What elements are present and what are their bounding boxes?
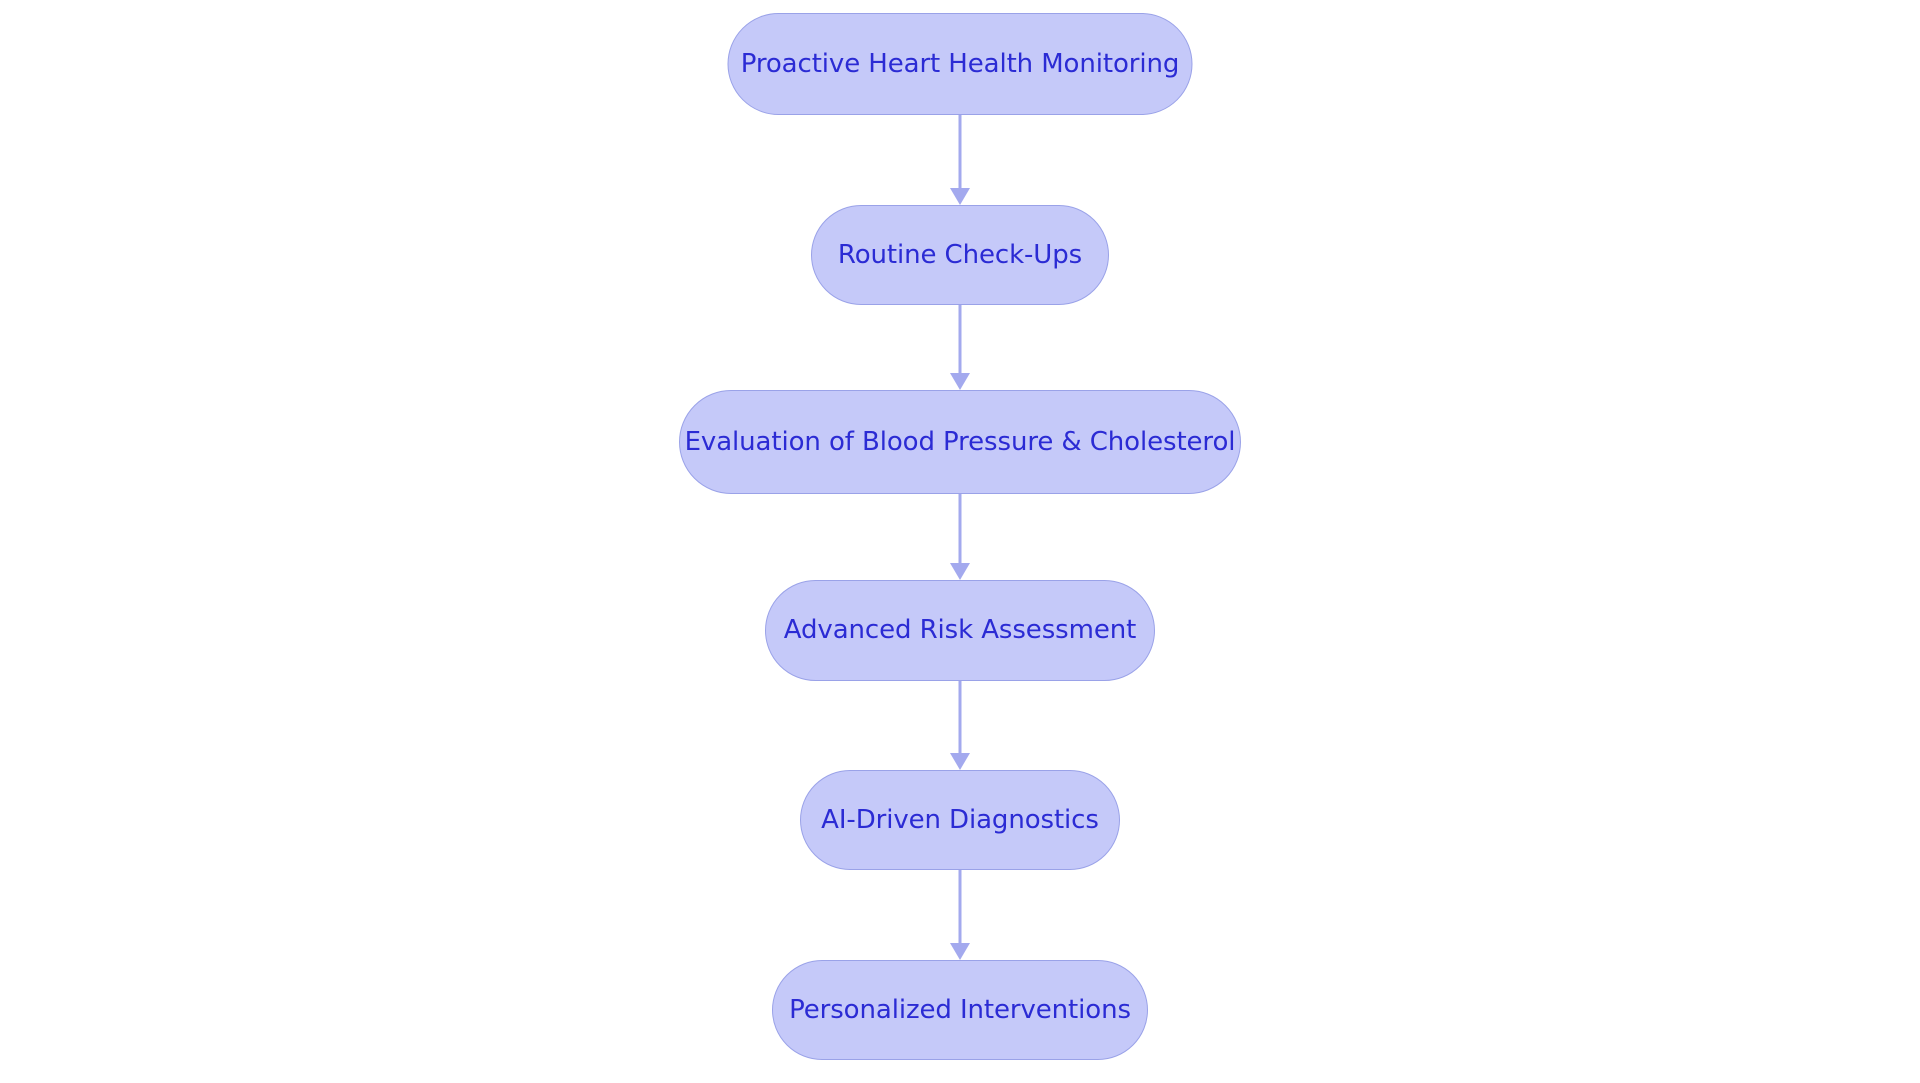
flow-node-label: Proactive Heart Health Monitoring [740, 48, 1180, 79]
arrowhead-icon [950, 943, 970, 960]
edge-line [958, 681, 962, 755]
arrowhead-icon [950, 188, 970, 205]
flow-node-n4[interactable]: Advanced Risk Assessment [765, 580, 1155, 681]
arrowhead-icon [950, 373, 970, 390]
flow-node-label: Advanced Risk Assessment [783, 615, 1137, 646]
flow-node-label: AI-Driven Diagnostics [821, 804, 1099, 835]
arrowhead-icon [950, 753, 970, 770]
edge-line [958, 870, 962, 945]
edge-line [958, 305, 962, 375]
flow-node-n6[interactable]: Personalized Interventions [772, 960, 1148, 1060]
flow-edge [948, 494, 972, 580]
arrowhead-icon [950, 563, 970, 580]
flow-node-n1[interactable]: Proactive Heart Health Monitoring [727, 13, 1193, 115]
edge-line [958, 115, 962, 190]
flow-node-n3[interactable]: Evaluation of Blood Pressure & Cholester… [679, 390, 1241, 494]
edge-line [958, 494, 962, 565]
flow-edge [948, 305, 972, 390]
flow-node-label: Routine Check-Ups [837, 239, 1083, 270]
flow-node-label: Evaluation of Blood Pressure & Cholester… [684, 426, 1236, 457]
flow-node-n5[interactable]: AI-Driven Diagnostics [800, 770, 1120, 870]
flow-node-n2[interactable]: Routine Check-Ups [811, 205, 1109, 305]
flow-node-label: Personalized Interventions [789, 994, 1131, 1025]
flow-edge [948, 115, 972, 205]
flow-edge [948, 681, 972, 770]
flow-edge [948, 870, 972, 960]
